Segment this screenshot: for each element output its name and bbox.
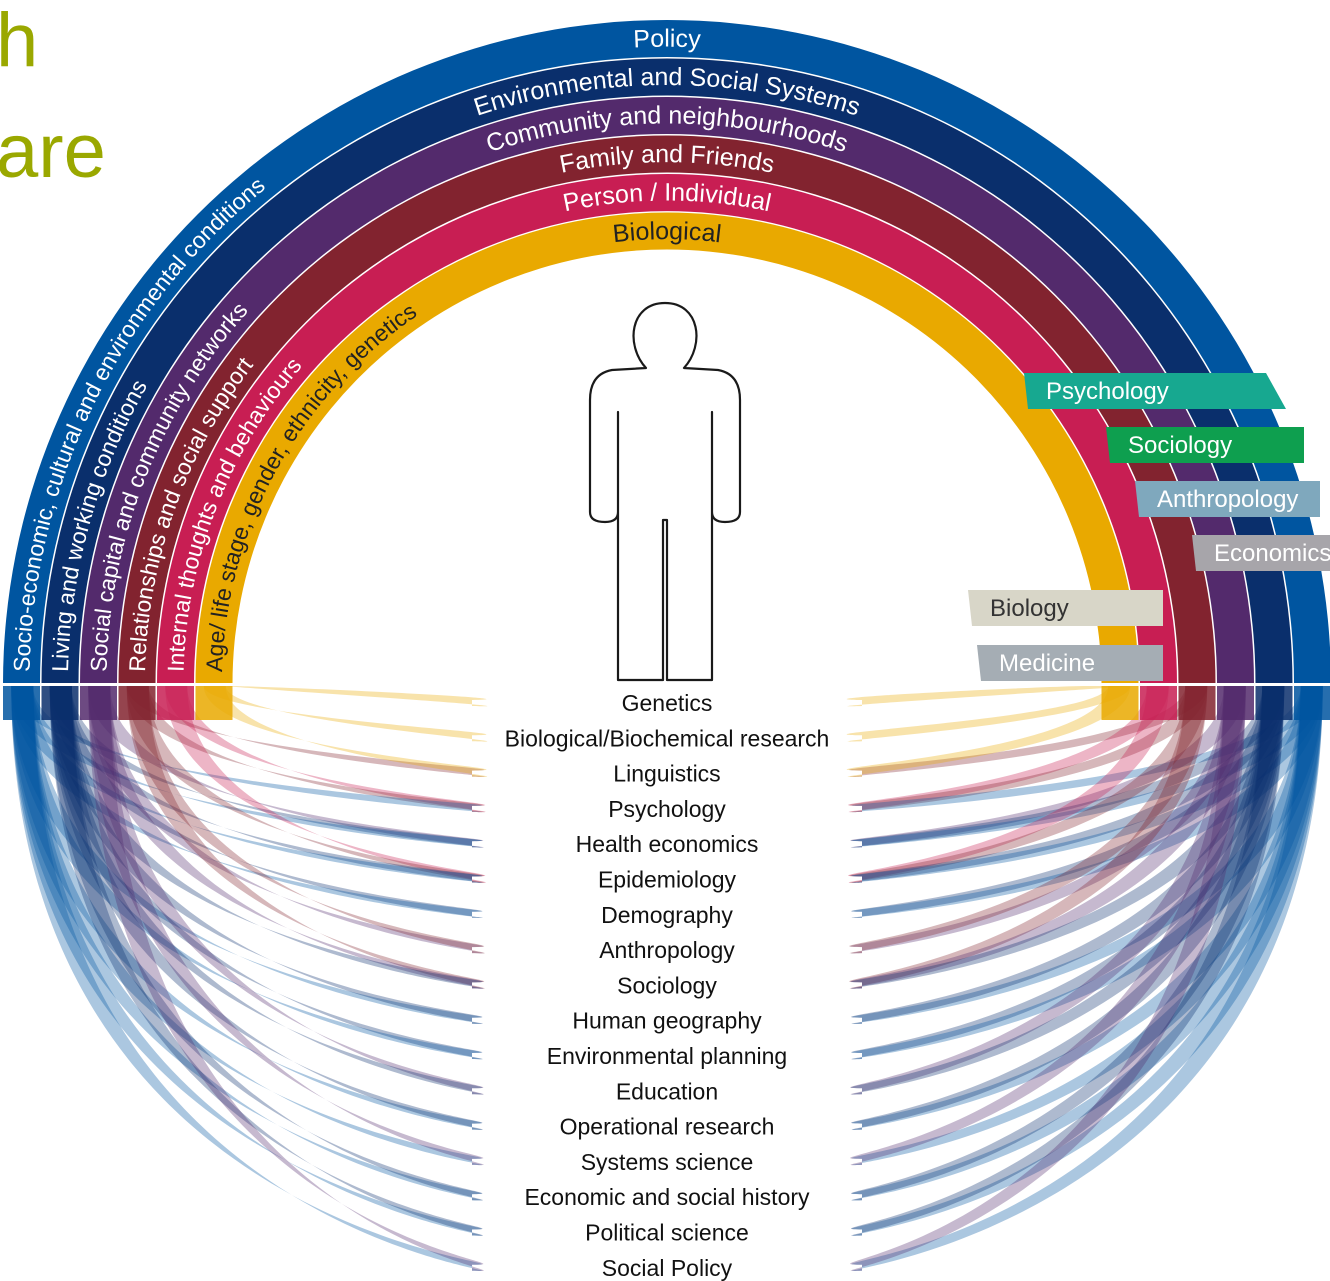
- flow-ribbon: [848, 686, 1169, 883]
- flow-ribbon: [849, 686, 1208, 954]
- discipline-tag: [1024, 373, 1286, 409]
- flow-ribbon: [126, 686, 485, 777]
- discipline-tag: [1135, 481, 1320, 517]
- level-title: Biological: [611, 217, 722, 248]
- discipline-label: Epidemiology: [598, 867, 737, 893]
- flow-ribbon: [126, 686, 485, 989]
- flow-ribbon: [851, 686, 1323, 813]
- discipline-tag-label: Sociology: [1128, 432, 1232, 459]
- flow-ribbon: [851, 686, 1323, 919]
- flow-ribbon: [126, 686, 485, 954]
- discipline-tag: [1106, 427, 1304, 463]
- flow-ribbon: [165, 686, 486, 813]
- flow-ribbon: [849, 686, 1208, 777]
- flow-ribbon: [846, 685, 1131, 707]
- discipline-tag-label: Medicine: [999, 650, 1095, 677]
- level-title: Family and Friends: [557, 140, 777, 179]
- flow-ribbon: [850, 686, 1285, 989]
- horizon-divider: [0, 683, 1330, 686]
- flow-ribbon: [850, 686, 1246, 1166]
- flow-ribbon: [851, 686, 1323, 1060]
- person-figure: [588, 301, 742, 682]
- discipline-label: Political science: [585, 1220, 749, 1246]
- title-fragment-2: are: [0, 109, 106, 194]
- flow-ribbon: [11, 686, 483, 813]
- discipline-label: Economic and social history: [524, 1184, 810, 1210]
- discipline-label: Anthropology: [599, 937, 735, 963]
- flow-ribbon: [850, 686, 1285, 919]
- discipline-tag-label: Economics: [1214, 540, 1330, 567]
- discipline-label: Sociology: [617, 972, 717, 998]
- discipline-tag-label: Anthropology: [1157, 486, 1298, 513]
- discipline-label: Environmental planning: [547, 1043, 787, 1069]
- flow-ribbon: [203, 686, 488, 742]
- flow-ribbon: [850, 686, 1246, 989]
- discipline-tag: [968, 590, 1163, 626]
- flow-ribbon: [850, 686, 1285, 1060]
- flow-ribbon: [49, 686, 484, 848]
- discipline-tag: [977, 645, 1163, 681]
- discipline-label: Linguistics: [613, 761, 720, 787]
- discipline-label: Systems science: [581, 1149, 754, 1175]
- flow-ribbon: [849, 686, 1208, 989]
- discipline-label: Education: [616, 1078, 718, 1104]
- level-arcs: [0, 20, 1330, 720]
- flow-ribbon: [850, 686, 1285, 848]
- flow-ribbon: [850, 686, 1285, 1130]
- discipline-tags: PsychologySociologyAnthropologyEconomics…: [968, 373, 1330, 681]
- flow-ribbon: [850, 686, 1246, 1095]
- flow-ribbon: [850, 686, 1285, 883]
- flow-ribbon: [849, 686, 1208, 813]
- discipline-tag: [1192, 535, 1330, 571]
- flow-ribbon: [851, 686, 1323, 848]
- flow-ribbon: [851, 686, 1323, 883]
- discipline-label: Health economics: [576, 831, 759, 857]
- discipline-label: Operational research: [560, 1114, 775, 1140]
- flow-ribbon: [850, 686, 1285, 1024]
- flow-ribbon: [849, 686, 1208, 883]
- discipline-label: Biological/Biochemical research: [505, 725, 830, 751]
- discipline-label: Human geography: [572, 1008, 762, 1034]
- flow-ribbon: [846, 686, 1131, 777]
- flow-ribbon: [850, 686, 1246, 848]
- flow-ribbon: [88, 686, 484, 848]
- flow-ribbon: [126, 686, 485, 883]
- discipline-tag-label: Biology: [990, 595, 1069, 622]
- flow-ribbon: [126, 686, 485, 813]
- flow-ribbon: [165, 686, 486, 883]
- flow-ribbon: [846, 686, 1131, 742]
- discipline-label: Psychology: [608, 796, 726, 822]
- discipline-tag-label: Psychology: [1046, 378, 1169, 405]
- flow-ribbon: [850, 686, 1285, 1095]
- discipline-label: Demography: [601, 902, 733, 928]
- flow-ribbon: [848, 686, 1169, 813]
- person-icon: [588, 301, 742, 682]
- flow-ribbon: [203, 685, 488, 707]
- flow-ribbon: [851, 686, 1323, 1024]
- level-title: Policy: [633, 25, 702, 54]
- discipline-label: Genetics: [622, 690, 713, 716]
- level-title: Person / Individual: [561, 178, 774, 217]
- flow-ribbon: [203, 686, 488, 777]
- discipline-label: Social Policy: [602, 1255, 733, 1281]
- discipline-flows: [11, 685, 1323, 1272]
- title-fragment-1: h: [0, 0, 39, 83]
- flow-ribbon: [850, 686, 1246, 954]
